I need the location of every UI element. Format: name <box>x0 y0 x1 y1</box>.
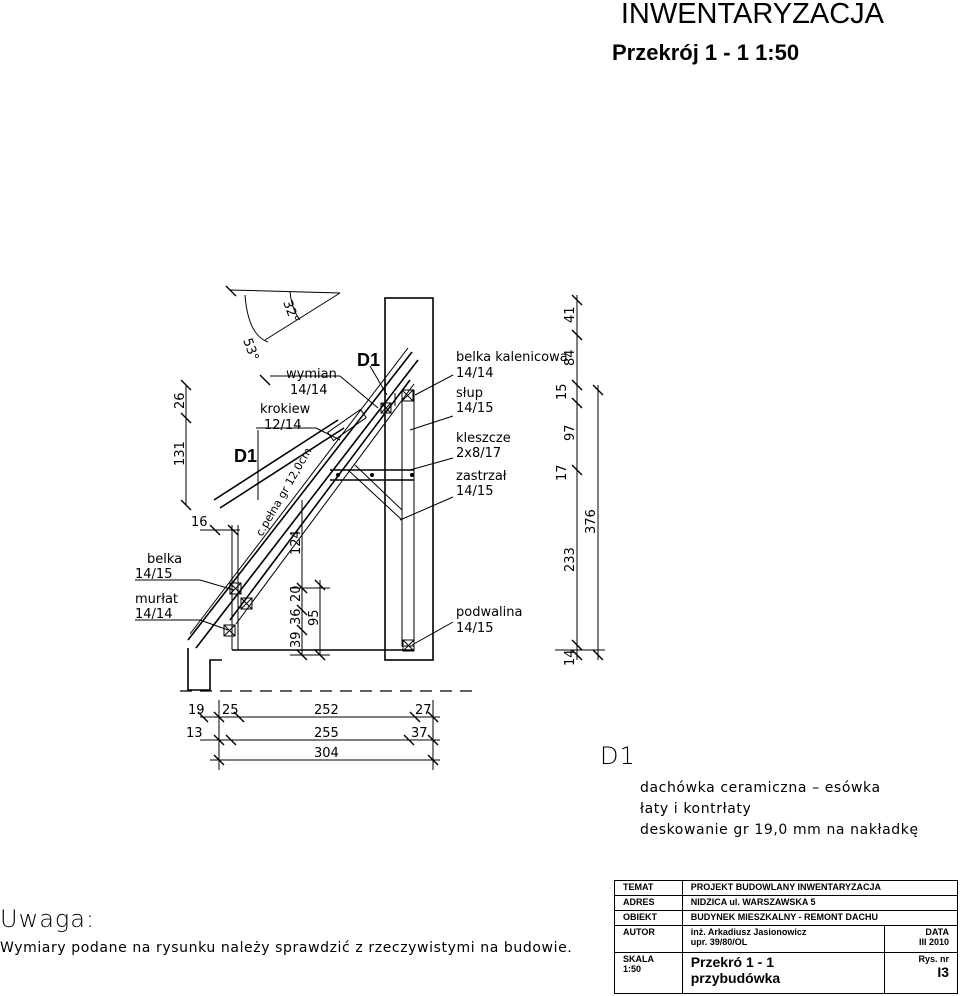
dim-label: 41 <box>563 306 578 323</box>
spec-line: deskowanie gr 19,0 mm na nakładkę <box>640 822 919 838</box>
dimension-lines <box>180 294 605 770</box>
label-podwalina: podwalina <box>456 605 523 620</box>
knee-wall <box>180 525 476 692</box>
label-kleszcze: kleszcze <box>456 431 511 446</box>
label-kleszcze-size: 2x8/17 <box>456 446 501 461</box>
angle-label: 53° <box>239 336 261 363</box>
dim-label: 15 <box>555 383 570 400</box>
title-block: TEMAT PROJEKT BUDOWLANY INWENTARYZACJA A… <box>614 879 959 994</box>
spec-line: łaty i kontrłaty <box>640 801 752 817</box>
tb-obiekt: BUDYNEK MIESZKALNY - REMONT DACHU <box>681 910 959 927</box>
dim-label: 19 <box>188 703 205 718</box>
detail-mark: D1 <box>357 350 380 370</box>
dim-label: 84 <box>563 349 578 366</box>
label-belka-size: 14/15 <box>135 567 172 582</box>
label-wymian: wymian <box>286 367 337 382</box>
leader-lines <box>135 365 454 646</box>
tb-label: Rys. nr <box>918 954 949 965</box>
dim-label: 95 <box>307 609 322 626</box>
masonry-wall <box>384 297 434 661</box>
dim-label: 97 <box>563 424 578 441</box>
tb-rys-cell: Rys. nr I3 <box>884 952 958 994</box>
tb-skala: 1:50 <box>623 964 642 975</box>
note-title: Uwaga: <box>0 905 96 933</box>
timber-frame <box>330 389 415 647</box>
label-wymian-size: 14/14 <box>290 383 327 398</box>
label-krokiew: krokiew <box>260 402 311 417</box>
label-murlat-size: 14/14 <box>135 607 172 622</box>
label-deskowanie: c.pełna gr 12,0cm <box>253 445 314 538</box>
tb-data: III 2010 <box>918 937 949 948</box>
tb-autor: inż. Arkadiusz Jasionowicz upr. 39/80/OL <box>681 925 886 954</box>
detail-spec: D1 dachówka ceramiczna – esówka łaty i k… <box>600 742 919 841</box>
dim-label: 20 <box>289 585 304 602</box>
label-belka: belka <box>147 552 182 567</box>
tb-autor-license: upr. 39/80/OL <box>690 937 748 948</box>
tb-label: TEMAT <box>614 879 683 897</box>
dim-label: 376 <box>584 509 599 534</box>
label-belka-kalenicowa-size: 14/14 <box>456 366 493 381</box>
dim-label: 16 <box>191 515 208 530</box>
label-zastrzal: zastrzał <box>456 469 507 484</box>
dim-label: 131 <box>173 441 188 466</box>
label-zastrzal-size: 14/15 <box>456 484 493 499</box>
dim-label: 37 <box>411 726 428 741</box>
roof-angle-marker: 53° 32° <box>225 285 341 386</box>
detail-mark: D1 <box>234 446 257 466</box>
dim-label: 36 <box>289 608 304 625</box>
dim-label: 233 <box>563 547 578 572</box>
label-krokiew-size: 12/14 <box>264 418 301 433</box>
tb-autor-name: inż. Arkadiusz Jasionowicz <box>690 927 807 938</box>
dim-label: 39 <box>289 631 304 648</box>
angle-label: 32° <box>279 298 301 325</box>
spec-title: D1 <box>600 742 636 770</box>
label-belka-kalenicowa: belka kalenicowa <box>456 350 568 365</box>
dim-label: 124 <box>289 530 304 555</box>
tb-label: SKALA <box>623 954 654 965</box>
tb-title-cell: Przekró 1 - 1 przybudówka <box>681 952 886 994</box>
dim-label: 17 <box>555 464 570 481</box>
dim-label: 255 <box>314 726 339 741</box>
dim-label: 304 <box>314 746 339 761</box>
dim-label: 252 <box>314 703 339 718</box>
dim-label: 13 <box>186 726 203 741</box>
tb-data-cell: DATA III 2010 <box>884 925 958 954</box>
tb-label: DATA <box>925 927 949 938</box>
dim-label: 26 <box>173 392 188 409</box>
label-slup-size: 14/15 <box>456 401 493 416</box>
tb-label: AUTOR <box>614 925 683 954</box>
tb-label: ADRES <box>614 895 683 912</box>
tb-rys-subtitle: przybudówka <box>690 970 781 987</box>
label-slup: słup <box>456 386 483 401</box>
label-murlat: murłat <box>135 592 178 607</box>
spec-line: dachówka ceramiczna – esówka <box>640 780 881 796</box>
sheet-title: INWENTARYZACJA <box>620 0 884 30</box>
dim-label: 27 <box>415 703 432 718</box>
tb-adres: NIDZICA ul. WARSZAWSKA 5 <box>681 895 959 912</box>
label-podwalina-size: 14/15 <box>456 621 493 636</box>
dim-label: 14 <box>563 649 578 666</box>
section-drawing: 53° 32° <box>135 285 605 770</box>
roof-slope <box>187 347 419 649</box>
tb-temat: PROJEKT BUDOWLANY INWENTARYZACJA <box>681 879 959 897</box>
tb-skala-cell: SKALA 1:50 <box>614 952 683 994</box>
dim-label: 25 <box>222 703 239 718</box>
tb-rys-title: Przekró 1 - 1 <box>690 954 774 971</box>
note-text: Wymiary podane na rysunku należy sprawdz… <box>0 940 573 956</box>
tb-rys-nr: I3 <box>937 964 949 981</box>
tb-label: OBIEKT <box>614 910 683 927</box>
section-title: Przekrój 1 - 1 1:50 <box>612 40 800 65</box>
